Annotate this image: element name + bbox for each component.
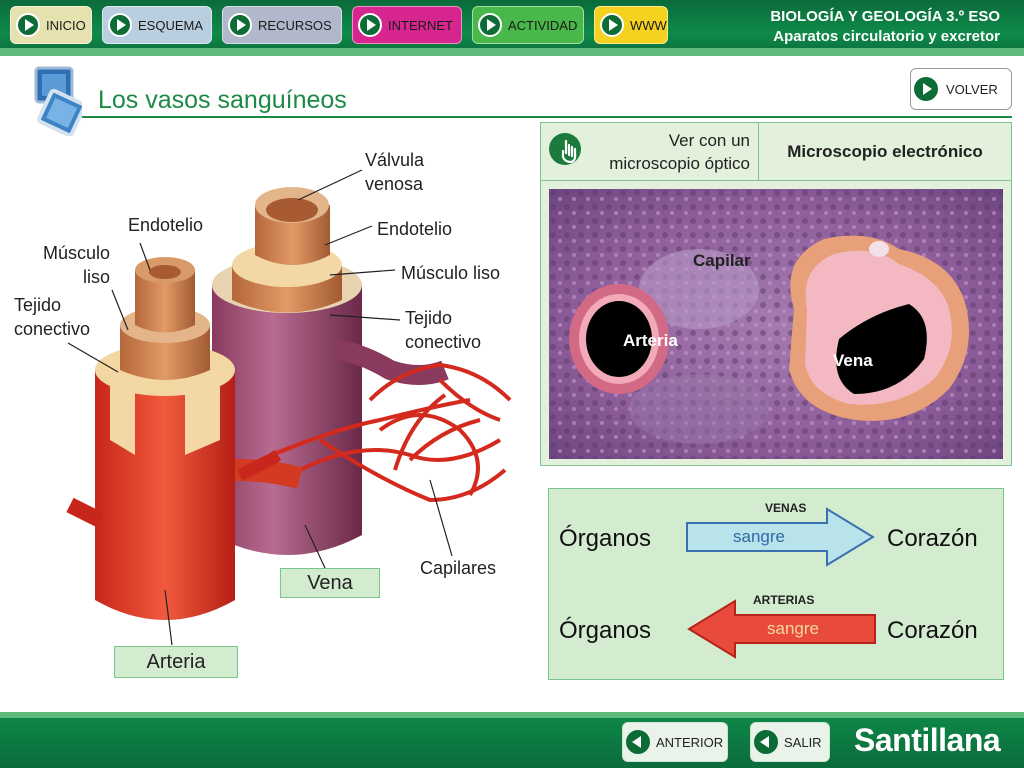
subject-title: BIOLOGÍA Y GEOLOGÍA 3.º ESO <box>770 8 1000 25</box>
play-icon <box>478 13 502 37</box>
nav-button-internet[interactable]: INTERNET <box>352 6 462 44</box>
artery-drawing <box>66 257 303 620</box>
label-tejido-conectivo-vena: Tejido conectivo <box>405 306 481 354</box>
nav-label: INICIO <box>46 17 86 33</box>
arterias-from-label: Órganos <box>559 617 652 644</box>
label-arteria: Arteria <box>114 646 238 678</box>
venas-arrow-icon <box>686 507 875 567</box>
nav-label: ACTIVIDAD <box>508 17 578 33</box>
label-line: Tejido <box>405 308 453 328</box>
volver-label: VOLVER <box>946 81 998 97</box>
label-capilares: Capilares <box>420 558 497 578</box>
venas-from-label: Órganos <box>559 525 652 552</box>
anterior-button[interactable]: ANTERIOR <box>622 722 728 762</box>
hand-pointer-icon[interactable] <box>549 133 581 165</box>
play-icon <box>108 13 132 37</box>
label-endotelio-vena: Endotelio <box>377 219 453 239</box>
play-icon <box>16 13 40 37</box>
back-arrow-icon <box>626 730 650 754</box>
label-line: microscopio óptico <box>609 154 750 173</box>
unit-title: Aparatos circulatorio y excretor <box>773 28 1000 45</box>
arterias-arrow-icon <box>687 599 876 659</box>
anterior-label: ANTERIOR <box>656 734 724 750</box>
electron-microscope-tab[interactable]: Microscopio electrónico <box>759 123 1011 181</box>
title-divider <box>82 116 1012 118</box>
electron-micrograph: Capilar Arteria Vena <box>549 189 1003 459</box>
label-musculo-liso-arteria: Músculo liso <box>30 241 110 289</box>
play-icon <box>228 13 252 37</box>
label-line: venosa <box>365 174 424 194</box>
volver-button[interactable]: VOLVER <box>910 68 1012 110</box>
nav-button-recursos[interactable]: RECURSOS <box>222 6 342 44</box>
label-musculo-liso-vena: Músculo liso <box>401 263 501 283</box>
play-icon <box>914 77 938 101</box>
label-line: conectivo <box>14 319 91 339</box>
label-valvula-venosa: Válvula venosa <box>365 148 424 196</box>
microscope-panel: Ver con un microscopio óptico Microscopi… <box>540 122 1012 466</box>
label-line: conectivo <box>405 332 482 352</box>
label-line: Tejido <box>14 295 62 315</box>
blood-vessels-illustration <box>66 169 512 646</box>
label-endotelio-arteria: Endotelio <box>128 215 204 235</box>
nav-button-actividad[interactable]: ACTIVIDAD <box>472 6 584 44</box>
nav-label: RECURSOS <box>258 17 332 33</box>
label-line: liso <box>82 267 110 287</box>
page-title: Los vasos sanguíneos <box>98 86 347 114</box>
play-icon <box>358 13 382 37</box>
nav-label: ESQUEMA <box>138 17 204 33</box>
label-leader-lines <box>67 169 453 646</box>
label-line: Válvula <box>365 150 425 170</box>
arterias-to-label: Corazón <box>887 617 978 644</box>
capillaries-drawing <box>259 362 512 503</box>
optical-microscope-label: Ver con un microscopio óptico <box>609 129 750 175</box>
blood-flow-panel: VENAS Órganos sangre Corazón ARTERIAS Ór… <box>548 488 1004 680</box>
optical-microscope-tab[interactable]: Ver con un microscopio óptico <box>541 123 759 181</box>
salir-button[interactable]: SALIR <box>750 722 830 762</box>
nav-button-www[interactable]: WWW <box>594 6 668 44</box>
pages-icon <box>34 66 82 136</box>
play-icon <box>600 13 624 37</box>
back-arrow-icon <box>754 730 778 754</box>
venas-title: VENAS <box>765 501 807 515</box>
nav-button-inicio[interactable]: INICIO <box>10 6 92 44</box>
vein-drawing <box>212 187 449 555</box>
venas-to-label: Corazón <box>887 525 978 552</box>
arterias-title: ARTERIAS <box>753 593 815 607</box>
label-tejido-conectivo-arteria: Tejido conectivo <box>14 293 90 341</box>
nav-label: INTERNET <box>388 17 453 33</box>
micrograph-label-capilar: Capilar <box>693 251 751 270</box>
top-bar-highlight <box>0 48 1024 56</box>
arterias-arrow-label: sangre <box>767 619 819 638</box>
micrograph-label-arteria: Arteria <box>623 331 678 350</box>
label-line: Ver con un <box>668 131 750 150</box>
label-vena: Vena <box>280 568 380 598</box>
header-title: BIOLOGÍA Y GEOLOGÍA 3.º ESO Aparatos cir… <box>770 7 1000 47</box>
label-line: Músculo <box>42 243 110 263</box>
micrograph-image <box>549 189 1003 459</box>
bottom-bar <box>0 712 1024 768</box>
nav-label: WWW <box>630 17 667 33</box>
santillana-logo: Santillana <box>854 722 1001 758</box>
bottom-bar-highlight <box>0 712 1024 718</box>
micrograph-label-vena: Vena <box>833 351 873 370</box>
nav-button-esquema[interactable]: ESQUEMA <box>102 6 212 44</box>
salir-label: SALIR <box>784 734 822 750</box>
venas-arrow-label: sangre <box>733 527 785 546</box>
